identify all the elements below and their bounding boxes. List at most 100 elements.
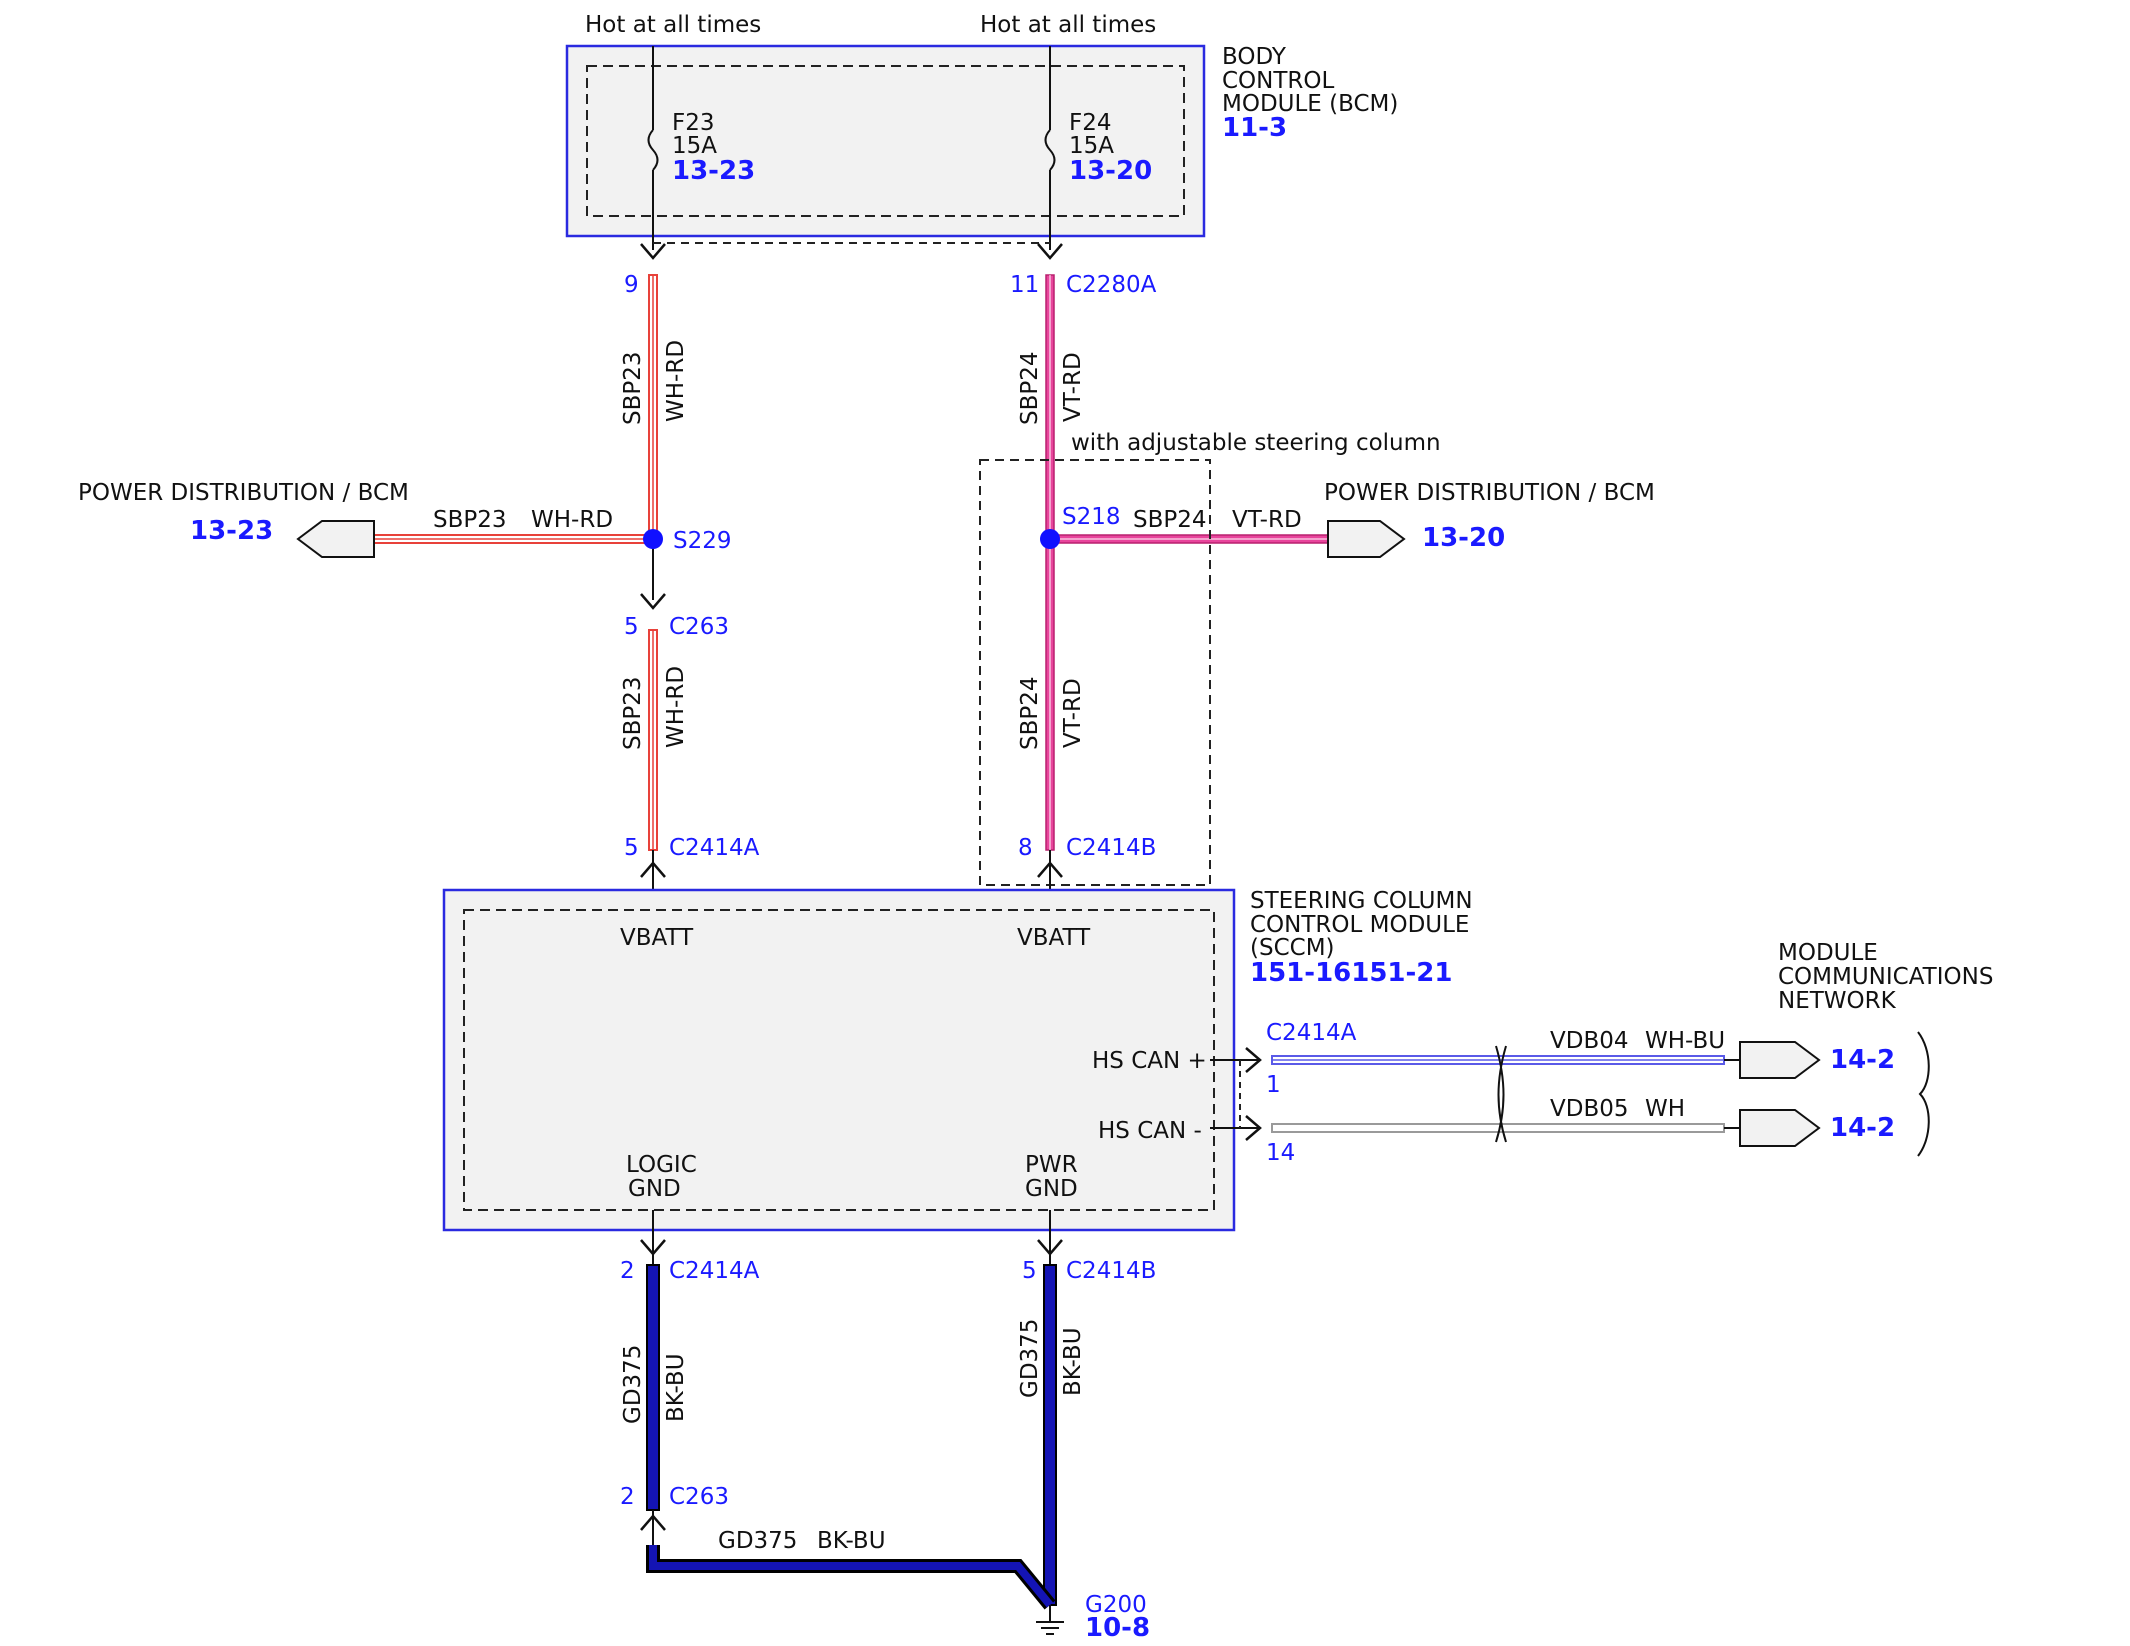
fuse-f23 <box>647 46 659 250</box>
wire-sbp23-lower[interactable] <box>648 629 658 851</box>
can-high-label: HS CAN + <box>1092 1048 1207 1074</box>
fuse-f23-id: F23 <box>672 110 715 136</box>
ground-page-ref[interactable]: 10-8 <box>1085 1613 1150 1643</box>
logic-gnd-label-2: GND <box>628 1176 681 1202</box>
can-low-ref[interactable]: 14-2 <box>1830 1113 1895 1143</box>
splice-s218[interactable] <box>1040 529 1060 549</box>
ground-connector-right-icon <box>1037 1239 1063 1256</box>
offpage-right-color: VT-RD <box>1232 507 1302 533</box>
network-brace-icon <box>1917 1031 1930 1157</box>
wire-gd375-bottom-fill <box>649 1545 1054 1608</box>
offpage-right-ref[interactable]: 13-20 <box>1422 523 1505 553</box>
fuse-f23-rating: 15A <box>672 133 717 159</box>
c263-pin: 5 <box>624 614 639 640</box>
can-high-connector-icon <box>1245 1047 1262 1073</box>
bcm-name-line2: CONTROL <box>1222 68 1335 94</box>
can-low-connector-icon <box>1245 1115 1262 1141</box>
left-upper-circuit: SBP23 <box>620 351 646 425</box>
network-title-line2: COMMUNICATIONS <box>1778 964 1993 990</box>
c263-connector-icon <box>640 593 666 610</box>
pwr-gnd-label-1: PWR <box>1025 1152 1078 1178</box>
c263-ground-connector-icon <box>640 1514 666 1531</box>
bcm-name-line3: MODULE (BCM) <box>1222 91 1398 117</box>
right-bottom-connector: C2414B <box>1066 835 1156 861</box>
twisted-pair-icon <box>1495 1045 1507 1143</box>
can-low-pin: 14 <box>1266 1140 1295 1166</box>
bcm-module[interactable] <box>565 44 1206 238</box>
option-note: with adjustable steering column <box>1071 430 1441 456</box>
splice-s229[interactable] <box>643 529 663 549</box>
left-bottom-pin: 5 <box>624 835 639 861</box>
ground-bottom-circuit: GD375 <box>718 1528 797 1554</box>
fuse-f24-id: F24 <box>1069 110 1112 136</box>
can-low-label: HS CAN - <box>1098 1118 1202 1144</box>
ground-left-connector-bottom: C263 <box>669 1484 729 1510</box>
can-high-ref[interactable]: 14-2 <box>1830 1045 1895 1075</box>
splice-s229-label: S229 <box>673 528 732 554</box>
bcm-page-ref[interactable]: 11-3 <box>1222 113 1287 143</box>
network-title-line1: MODULE <box>1778 940 1878 966</box>
vdb04-circuit: VDB04 <box>1550 1028 1629 1054</box>
sccm-name-line3: (SCCM) <box>1250 935 1335 961</box>
fuse-f24 <box>1044 46 1056 250</box>
bcm-connector-left-icon <box>640 243 666 260</box>
sccm-name-line2: CONTROL MODULE <box>1250 912 1469 938</box>
offpage-right-title: POWER DISTRIBUTION / BCM <box>1324 480 1655 506</box>
offpage-left-ref[interactable]: 13-23 <box>190 516 273 546</box>
vdb05-color: WH <box>1645 1096 1685 1122</box>
left-lower-circuit: SBP23 <box>620 676 646 750</box>
right-bottom-pin: 8 <box>1018 835 1033 861</box>
fuse-f24-ref[interactable]: 13-20 <box>1069 156 1152 186</box>
right-lower-color: VT-RD <box>1060 678 1086 748</box>
offpage-connector-can-low-icon[interactable] <box>1739 1109 1821 1147</box>
logic-gnd-label-1: LOGIC <box>626 1152 697 1178</box>
can-high-pin: 1 <box>1266 1072 1281 1098</box>
offpage-left-circuit: SBP23 <box>433 507 507 533</box>
sccm-name-line1: STEERING COLUMN <box>1250 888 1473 914</box>
wire-gd375-bottom[interactable] <box>646 1545 1056 1610</box>
vdb04-color: WH-BU <box>1645 1028 1725 1054</box>
hot-at-all-times-left: Hot at all times <box>585 12 761 38</box>
ground-point-label: G200 <box>1085 1592 1147 1618</box>
offpage-connector-left-icon[interactable] <box>296 520 375 558</box>
pwr-gnd-label-2: GND <box>1025 1176 1078 1202</box>
offpage-left-color: WH-RD <box>531 507 613 533</box>
ground-left-pin-bottom: 2 <box>620 1484 635 1510</box>
wire-sbp23-offpage[interactable] <box>373 534 654 544</box>
wire-sbp23-upper[interactable] <box>648 274 658 539</box>
ground-left-pin-top: 2 <box>620 1258 635 1284</box>
bcm-name-line1: BODY <box>1222 44 1287 70</box>
wire-sbp24-lower[interactable] <box>1045 537 1055 851</box>
offpage-connector-can-high-icon[interactable] <box>1739 1041 1821 1079</box>
ground-left-connector-top: C2414A <box>669 1258 760 1284</box>
wire-gd375-right[interactable] <box>1043 1264 1057 1606</box>
left-upper-color: WH-RD <box>663 340 689 422</box>
ground-left-circuit: GD375 <box>620 1345 646 1424</box>
wire-vdb05[interactable] <box>1271 1123 1725 1133</box>
fuse-f24-rating: 15A <box>1069 133 1114 159</box>
c263-label: C263 <box>669 614 729 640</box>
sccm-module[interactable] <box>442 888 1236 1232</box>
ground-right-pin-top: 5 <box>1022 1258 1037 1284</box>
ground-connector-left-icon <box>640 1239 666 1256</box>
wire-sbp24-upper[interactable] <box>1045 274 1055 539</box>
splice-s218-label: S218 <box>1062 504 1121 530</box>
bcm-connector-right-icon <box>1037 243 1063 260</box>
offpage-connector-right-icon[interactable] <box>1327 520 1406 558</box>
right-upper-color: VT-RD <box>1060 352 1086 422</box>
wire-sbp24-offpage[interactable] <box>1049 534 1329 544</box>
ground-right-connector-top: C2414B <box>1066 1258 1156 1284</box>
hot-at-all-times-right: Hot at all times <box>980 12 1156 38</box>
right-connector-top: C2280A <box>1066 272 1157 298</box>
wire-gd375-left[interactable] <box>646 1264 660 1511</box>
ground-right-circuit: GD375 <box>1017 1319 1043 1398</box>
offpage-right-circuit: SBP24 <box>1133 507 1207 533</box>
ground-bottom-color: BK-BU <box>817 1528 886 1554</box>
left-pin-top: 9 <box>624 272 639 298</box>
ground-right-color: BK-BU <box>1060 1327 1086 1396</box>
sccm-page-ref[interactable]: 151-16151-21 <box>1250 958 1453 988</box>
vdb05-circuit: VDB05 <box>1550 1096 1629 1122</box>
ground-left-color: BK-BU <box>663 1353 689 1422</box>
fuse-f23-ref[interactable]: 13-23 <box>672 156 755 186</box>
